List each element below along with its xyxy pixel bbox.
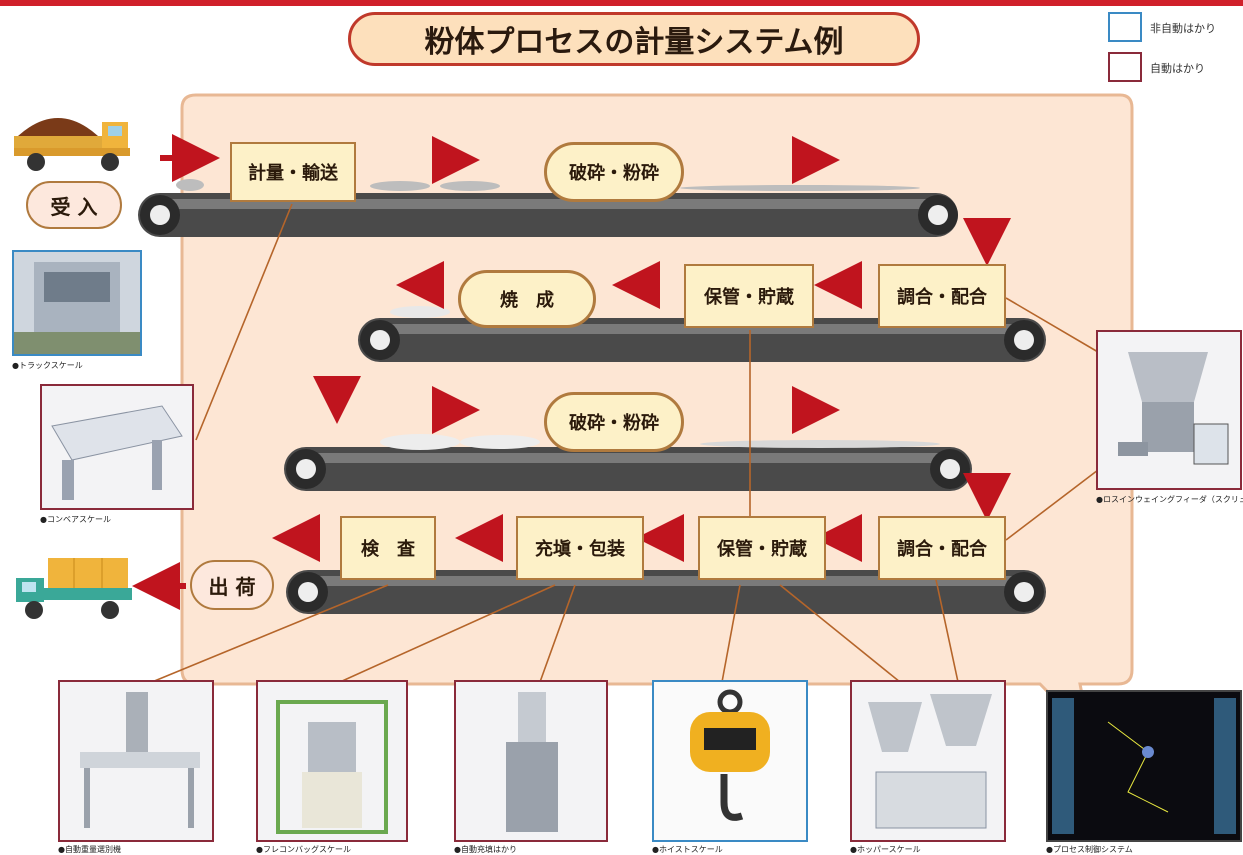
stage-weigh-transport: 計量・輸送 [230, 142, 356, 202]
legend-swatch-auto [1108, 52, 1142, 82]
truck-scale-caption: ●トラックスケール [12, 361, 83, 370]
flexible-bag-scale-caption: ●フレコンバッグスケール [256, 845, 351, 854]
conveyor-belt-4 [286, 570, 1046, 614]
conveyor-scale-photo [40, 384, 194, 510]
flexible-bag-scale-photo [256, 680, 408, 842]
stage-store-1: 保管・貯蔵 [684, 264, 814, 328]
hopper-scale-caption: ●ホッパースケール [850, 845, 921, 854]
conveyor-belt-1 [138, 193, 958, 237]
legend-label-auto: 自動はかり [1150, 62, 1205, 75]
checkweigher-caption: ●自動重量選別機 [58, 845, 121, 854]
top-banner-strip [0, 0, 1243, 6]
hopper-scale-photo [850, 680, 1006, 842]
process-control-screen-photo [1046, 690, 1242, 842]
material-on-belts [176, 179, 940, 450]
page-title: 粉体プロセスの計量システム例 [348, 12, 920, 66]
checkweigher-photo [58, 680, 214, 842]
packing-scale-caption: ●自動充填はかり [454, 845, 517, 854]
stage-inspect: 検 査 [340, 516, 436, 580]
loss-in-weight-feeder-caption: ●ロスインウェイングフィーダ（スクリュー） [1096, 495, 1243, 504]
ship-label: 出 荷 [190, 560, 274, 610]
outgoing-truck-icon [16, 558, 132, 619]
stage-fill-pack: 充塡・包装 [516, 516, 644, 580]
stage-crush-2: 破砕・粉砕 [544, 392, 684, 452]
conveyor-belt-2 [358, 318, 1046, 362]
packing-scale-photo [454, 680, 608, 842]
stage-store-2: 保管・貯蔵 [698, 516, 826, 580]
stage-blend-2: 調合・配合 [878, 516, 1006, 580]
stage-blend-1: 調合・配合 [878, 264, 1006, 328]
hoist-scale-photo [652, 680, 808, 842]
legend-swatch-nonauto [1108, 12, 1142, 42]
truck-scale-photo [12, 250, 142, 356]
loss-in-weight-feeder-photo [1096, 330, 1242, 490]
stage-calcine: 焼 成 [458, 270, 596, 328]
conveyor-scale-caption: ●コンベアスケール [40, 515, 111, 524]
legend-label-nonauto: 非自動はかり [1150, 22, 1216, 35]
stage-crush-1: 破砕・粉砕 [544, 142, 684, 202]
incoming-truck-icon [14, 118, 130, 171]
receive-label: 受 入 [26, 181, 122, 229]
hoist-scale-caption: ●ホイストスケール [652, 845, 723, 854]
conveyor-belt-3 [284, 447, 972, 491]
process-control-caption: ●プロセス制御システム [1046, 845, 1133, 854]
